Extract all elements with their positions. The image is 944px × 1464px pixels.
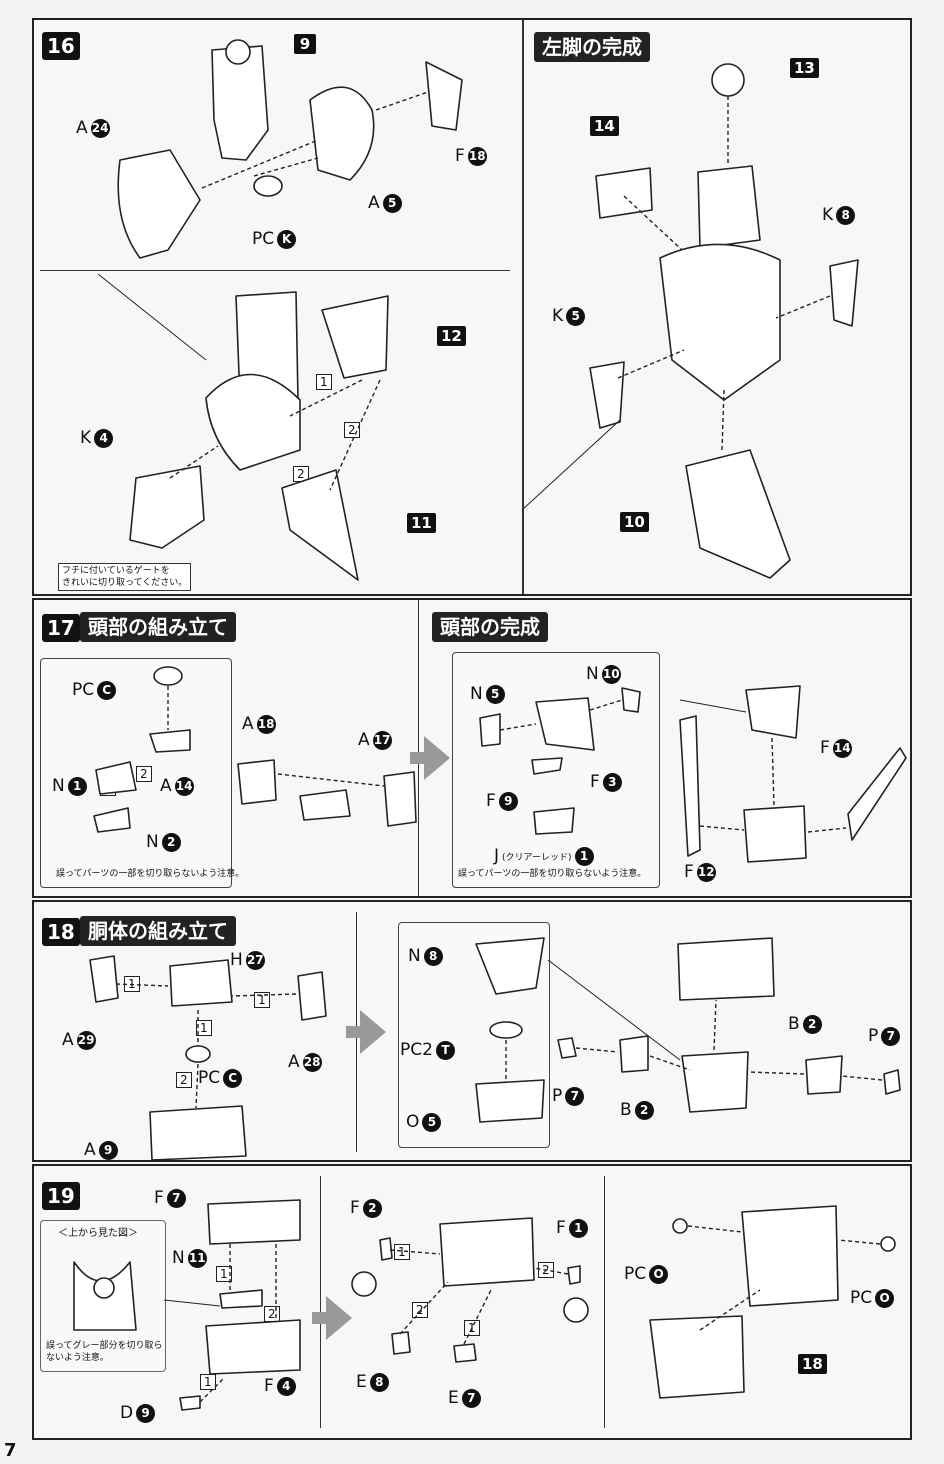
part-j1-label: J(クリアーレッド)1 (494, 846, 594, 866)
step18-substep-1c: 1 (196, 1020, 212, 1036)
part-9-label: 9 (294, 34, 316, 54)
step19-substep-1c: 1 (394, 1244, 410, 1260)
step16-gate-note: フチに付いているゲートを きれいに切り取ってください。 (58, 563, 192, 591)
top-view-note: 誤ってグレー部分を切り取ら ないよう注意。 (46, 1341, 163, 1363)
flow-arrow-17-stem (410, 752, 424, 764)
step-18-number: 18 (42, 918, 80, 946)
part-10-label: 10 (620, 512, 649, 532)
head-caution-note: 誤ってパーツの一部を切り取らないよう注意。 (458, 869, 647, 879)
step19-substep-2b: 2 (412, 1302, 428, 1318)
step19-divider-1 (320, 1176, 321, 1428)
step17-substep-2: 2 (136, 766, 152, 782)
top-view-title: ＜上から見た図＞ (58, 1228, 138, 1239)
step-16-number: 16 (42, 32, 80, 60)
page-number: 7 (4, 1440, 17, 1461)
step17-title: 頭部の組み立て (80, 612, 236, 642)
step17-vertical-divider (418, 600, 419, 896)
step19-substep-1b: 1 (200, 1374, 216, 1390)
step16-horizontal-divider (40, 270, 510, 271)
part-11-label: 11 (407, 513, 436, 533)
flow-arrow-17-icon (424, 736, 450, 780)
step19-divider-2 (604, 1176, 605, 1428)
part-12-label: 12 (437, 326, 466, 346)
step18-substep-2: 2 (176, 1072, 192, 1088)
step18-substep-1b: 1 (254, 992, 270, 1008)
flow-arrow-19-stem (312, 1312, 326, 1324)
flow-arrow-18-stem (346, 1026, 360, 1038)
step16-substep-1: 1 (316, 374, 332, 390)
part-18-label: 18 (798, 1354, 827, 1374)
step-17-number: 17 (42, 614, 80, 642)
step18-title: 胴体の組み立て (80, 916, 236, 946)
step17-caution-note: 誤ってパーツの一部を切り取らないよう注意。 (56, 869, 245, 879)
left-leg-complete-title: 左脚の完成 (534, 32, 650, 62)
step16-vertical-divider (522, 20, 524, 594)
part-13-label: 13 (790, 58, 819, 78)
head-complete-title: 頭部の完成 (432, 612, 548, 642)
part-14-label: 14 (590, 116, 619, 136)
step19-substep-1a: 1 (216, 1266, 232, 1282)
step-19-number: 19 (42, 1182, 80, 1210)
flow-arrow-19-icon (326, 1296, 352, 1340)
flow-arrow-18-icon (360, 1010, 386, 1054)
